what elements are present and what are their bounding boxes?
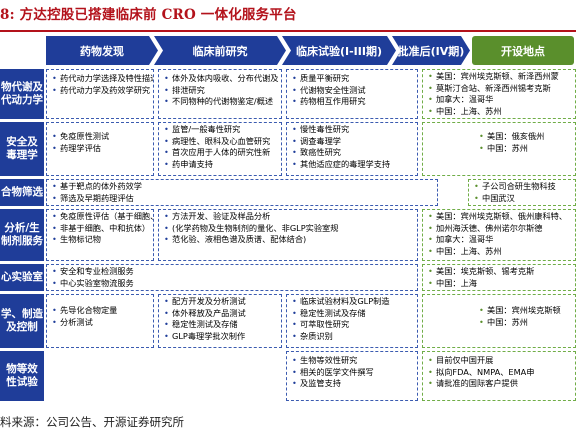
cell-dmpk-discovery: 药代动力学选择及特性描述 药代动力学及药效学研究: [46, 69, 154, 119]
cell-central-lab-locations: 美国：埃克斯顿、锡考克斯 中国：上海: [422, 264, 576, 291]
list-item: 代谢物安全性测试: [292, 85, 412, 97]
list-item: 中国：苏州: [479, 143, 570, 155]
list-item: 美国：埃克斯顿、锡考克斯: [428, 266, 570, 278]
row-label-dmpk: 物代谢及代动力学: [0, 69, 44, 119]
list-item: 基于靶点的体外药效学: [52, 181, 432, 193]
cell-cmc-discovery: 先导化合物定量 分析测试: [46, 294, 154, 348]
list-item: 可萃取性研究: [292, 319, 412, 331]
list-item: 拟向FDA、NMPA、EMA申: [428, 367, 570, 379]
list-item-continued: 筛选及早期药理评估: [52, 193, 432, 205]
list-item: 体外释放及产品测试: [164, 308, 276, 320]
cell-bioequivalence-clinical: 生物等效性研究 相关的医学文件撰写 及监管支持: [286, 351, 418, 401]
list-item: 稳定性测试及存储: [164, 319, 276, 331]
list-item: 分析测试: [52, 317, 148, 329]
list-item: 监管/一般毒性研究: [164, 124, 276, 136]
row-label-safety-toxicology: 安全及毒理学: [0, 122, 44, 176]
list-item: 药代动力学选择及特性描述: [52, 73, 153, 85]
list-item: 美国：俄亥俄州: [479, 131, 570, 143]
cell-safety-locations: 美国：俄亥俄州 中国：苏州: [422, 122, 576, 176]
cell-central-lab-services: 安全和专业检测服务 中心实验室物流服务: [46, 264, 418, 291]
list-item: 慢性毒性研究: [292, 124, 412, 136]
cell-cmc-locations: 美国：宾州埃克斯顿 中国：苏州: [422, 294, 576, 348]
list-item: 中国武汉: [474, 193, 570, 205]
list-item-continued: 请批准的国际客户提供: [428, 378, 570, 390]
list-item: 莫斯汀合站、新泽西州锡考克斯: [428, 83, 570, 95]
cell-dmpk-locations: 美国：宾州埃克斯顿、新泽西州蒙 莫斯汀合站、新泽西州锡考克斯 加拿大：温哥华 中…: [422, 69, 576, 119]
list-item: 先导化合物定量: [52, 305, 148, 317]
list-item: 首次应用于人体的研究性新: [164, 147, 276, 159]
cell-bioanalysis-locations: 美国：宾州埃克斯顿、俄州康科特、 加州海沃德、佛州诺尔尔斯德 加拿大：温哥华 中…: [422, 209, 576, 261]
cell-dmpk-clinical: 质量平衡研究 代谢物安全性测试 药物相互作用研究: [286, 69, 418, 119]
list-item: 加拿大：温哥华: [428, 94, 570, 106]
list-item-continued: 药申请支持: [164, 159, 276, 171]
list-item: 美国：宾州埃克斯顿: [479, 305, 570, 317]
cell-bioequivalence-locations: 目前仅中国开展 拟向FDA、NMPA、EMA申 请批准的国际客户提供: [422, 351, 576, 401]
list-item: 相关的医学文件撰写: [292, 367, 412, 379]
cell-safety-discovery: 免疫原性测试 药理学评估: [46, 122, 154, 176]
row-label-bioequivalence: 物等效性试验: [0, 351, 44, 401]
source-note: 料来源：公司公告、开源证券研究所: [0, 415, 184, 429]
list-item: 加拿大：温哥华: [428, 234, 570, 246]
list-item: 免疫原性评估（基于细胞、: [52, 211, 153, 223]
header-drug-discovery: 药物发现: [46, 36, 158, 65]
list-item: 美国：宾州埃克斯顿、俄州康科特、: [428, 211, 570, 223]
cell-screening-discovery: 基于靶点的体外药效学 筛选及早期药理评估: [46, 179, 438, 206]
list-item: 方法开发、验证及样品分析: [164, 211, 412, 223]
list-item: 质量平衡研究: [292, 73, 412, 85]
list-item: 其他适应症的毒理学支持: [292, 159, 412, 171]
list-item: 药代动力学及药效学研究: [52, 85, 150, 97]
cell-safety-preclinical: 监管/一般毒性研究 病理性、眼科及心血管研究 首次应用于人体的研究性新 药申请支…: [158, 122, 282, 176]
list-item-continued: 范化验、液相色谱及质谱、配体结合): [164, 234, 412, 246]
list-item: 致癌性研究: [292, 147, 412, 159]
header-preclinical: 临床前研究: [154, 36, 286, 65]
list-item: 子公司合研生物科技: [474, 181, 570, 193]
list-item: 杂质识别: [292, 331, 412, 343]
list-item-continued: 加州海沃德、佛州诺尔尔斯德: [428, 223, 570, 235]
list-item: 中国：上海、苏州: [428, 106, 570, 118]
list-item-continued: 非基于细胞、中和抗体）: [52, 223, 150, 235]
cell-bioanalysis-preclinical-clinical: 方法开发、验证及样品分析 (化学药物及生物制剂的量化、非GLP实验室规 范化验、…: [158, 209, 418, 261]
row-label-central-lab: 心实验室: [0, 264, 44, 291]
list-item-continued: (化学药物及生物制剂的量化、非GLP实验室规: [164, 223, 412, 235]
figure-title: 8: 方达控股已搭建临床前 CRO 一体化服务平台: [0, 7, 297, 23]
list-item: 病理性、眼科及心血管研究: [164, 136, 276, 148]
cell-cmc-clinical: 临床试验材料及GLP制造 稳定性测试及存储 可萃取性研究 杂质识别: [286, 294, 418, 348]
list-item: 中国：上海、苏州: [428, 246, 570, 258]
cell-safety-clinical: 慢性毒性研究 调查毒理学 致癌性研究 其他适应症的毒理学支持: [286, 122, 418, 176]
list-item: 中国：苏州: [479, 317, 570, 329]
list-item: 生物等效性研究: [292, 355, 412, 367]
list-item: 体外及体内吸收、分布代谢及: [164, 73, 278, 85]
list-item: 药物相互作用研究: [292, 96, 412, 108]
cell-cmc-preclinical: 配方开发及分析测试 体外释放及产品测试 稳定性测试及存储 GLP毒理学批次制作: [158, 294, 282, 348]
cell-bioanalysis-discovery: 免疫原性评估（基于细胞、 非基于细胞、中和抗体） 生物标记物: [46, 209, 154, 261]
list-item: 生物标记物: [52, 234, 148, 246]
list-item: 中心实验室物流服务: [52, 278, 412, 290]
list-item: 中国：上海: [428, 278, 570, 290]
list-item: 免疫原性测试: [52, 131, 148, 143]
list-item: 稳定性测试及存储: [292, 308, 412, 320]
list-item: 配方开发及分析测试: [164, 296, 276, 308]
list-item: 排泄研究: [164, 85, 276, 97]
list-item: 临床试验材料及GLP制造: [292, 296, 412, 308]
list-item: 安全和专业检测服务: [52, 266, 412, 278]
list-item-continued: 及监管支持: [292, 378, 412, 390]
list-item: 调查毒理学: [292, 136, 412, 148]
row-label-cmc: 学、制造及控制: [0, 294, 44, 348]
cell-dmpk-preclinical: 体外及体内吸收、分布代谢及 排泄研究 不同物种的代谢物鉴定/概述: [158, 69, 282, 119]
title-rule: [0, 30, 576, 32]
list-item: 美国：宾州埃克斯顿、新泽西州蒙: [428, 71, 570, 83]
row-label-compound-screening: 合物筛选: [0, 179, 44, 206]
header-locations: 开设地点: [472, 36, 574, 65]
cell-screening-locations: 子公司合研生物科技 中国武汉: [468, 179, 576, 206]
header-clinical-trials: 临床试验(I-III期): [282, 36, 396, 65]
list-item: 不同物种的代谢物鉴定/概述: [164, 96, 276, 108]
list-item: 药理学评估: [52, 143, 148, 155]
row-label-bioanalysis: 分析/生制剂服务: [0, 209, 44, 261]
list-item: GLP毒理学批次制作: [164, 331, 276, 343]
header-post-approval: 批准后(IV期): [392, 36, 470, 65]
list-item: 目前仅中国开展: [428, 355, 570, 367]
